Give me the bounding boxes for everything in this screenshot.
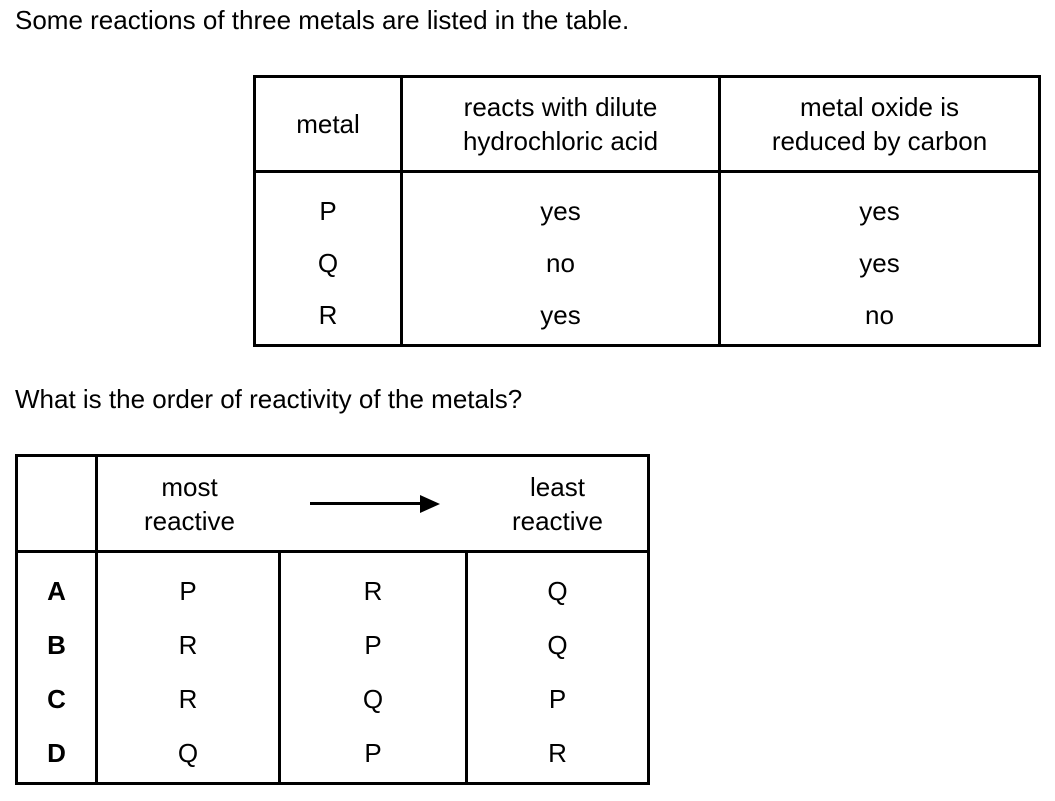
options-table-header-row: most reactive least reactive <box>18 457 647 553</box>
header-reacts-with-acid: reacts with dilute hydrochloric acid <box>403 78 721 170</box>
option-D-first: Q <box>177 737 199 768</box>
right-arrow-icon <box>281 494 468 513</box>
header-oxide-line1: metal oxide is <box>800 92 959 122</box>
oxide-result-P: yes <box>859 195 900 226</box>
option-D-second: P <box>364 737 382 768</box>
arrow-cell <box>281 494 468 513</box>
least-reactive-line1: least <box>530 471 585 502</box>
most-reactive-label: most reactive <box>98 470 281 538</box>
option-C-third: P <box>548 683 567 714</box>
option-B-third: Q <box>547 630 568 661</box>
most-reactive-line2: reactive <box>143 505 236 536</box>
option-C-first: R <box>178 683 198 714</box>
oxide-result-Q: yes <box>859 247 900 278</box>
second-position-column: R P Q P <box>281 553 468 782</box>
header-acid-line1: reacts with dilute <box>463 92 658 122</box>
most-reactive-line1: most <box>161 471 218 502</box>
reactions-table: metal reacts with dilute hydrochloric ac… <box>253 75 1041 347</box>
arrow-head <box>419 494 440 513</box>
option-B-second: P <box>364 630 382 661</box>
metal-column: P Q R <box>256 173 403 344</box>
arrow-shaft <box>309 502 420 505</box>
option-B-first: R <box>178 630 198 661</box>
acid-result-Q: no <box>546 247 575 278</box>
acid-result-P: yes <box>540 195 581 226</box>
oxide-result-column: yes yes no <box>721 173 1038 344</box>
third-position-column: Q Q P R <box>468 553 647 782</box>
option-A-second: R <box>363 576 383 607</box>
header-metal: metal <box>256 78 403 170</box>
first-position-column: P R R Q <box>98 553 281 782</box>
header-acid-line2: hydrochloric acid <box>462 126 659 156</box>
options-table-body: A B C D P R R Q R P Q P Q Q P R <box>18 553 647 782</box>
least-reactive-line2: reactive <box>511 505 604 536</box>
reactions-table-body: P Q R yes no yes yes yes no <box>256 173 1038 344</box>
reactions-table-header-row: metal reacts with dilute hydrochloric ac… <box>256 78 1038 173</box>
option-C-second: Q <box>362 683 384 714</box>
oxide-result-R: no <box>865 300 894 331</box>
acid-result-column: yes no yes <box>403 173 721 344</box>
option-letter-column: A B C D <box>18 553 98 782</box>
header-oxide-reduced: metal oxide is reduced by carbon <box>721 78 1038 170</box>
reactivity-scale-header: most reactive least reactive <box>98 457 647 550</box>
option-letter-C: C <box>47 683 66 714</box>
intro-text: Some reactions of three metals are liste… <box>15 5 630 35</box>
question-text: What is the order of reactivity of the m… <box>15 384 523 414</box>
option-D-third: R <box>548 737 567 768</box>
corner-cell <box>18 457 98 550</box>
acid-result-R: yes <box>540 300 581 331</box>
metal-Q: Q <box>317 247 339 278</box>
option-letter-A: A <box>47 576 66 607</box>
option-A-third: Q <box>547 576 568 607</box>
header-metal-label: metal <box>296 109 360 139</box>
metal-R: R <box>318 300 338 331</box>
options-table: most reactive least reactive A B C D P <box>15 454 650 785</box>
header-oxide-line2: reduced by carbon <box>771 126 988 156</box>
option-letter-D: D <box>47 737 66 768</box>
option-letter-B: B <box>47 630 66 661</box>
least-reactive-label: least reactive <box>468 470 647 538</box>
option-A-first: P <box>179 576 197 607</box>
metal-P: P <box>319 195 337 226</box>
